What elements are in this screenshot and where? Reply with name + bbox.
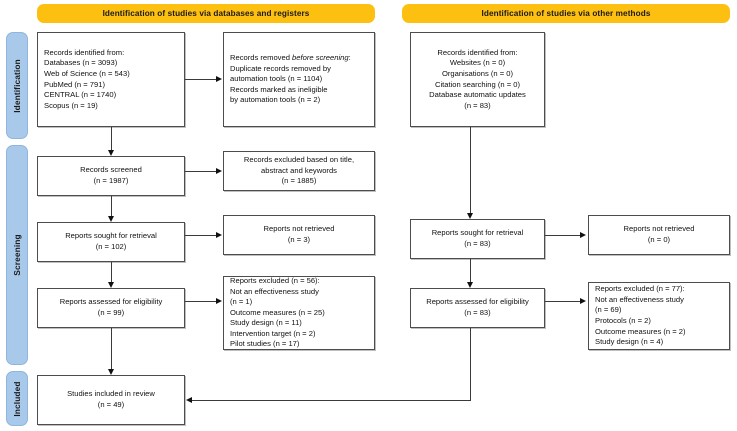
records-removed-text: Records removed before screening: Duplic… (230, 53, 368, 106)
arrowhead-assessed-to-included (107, 369, 114, 375)
box-reports-not-retrieved-right: Reports not retrieved (n = 0) (588, 215, 730, 255)
connector-right-down-to-merge (470, 328, 471, 401)
connector-other-to-sought-right (470, 127, 471, 215)
stage-label-screening: Screening (6, 145, 28, 365)
stage-label-included-text: Included (12, 380, 22, 417)
box-records-identified-from: Records identified from: Databases (n = … (37, 32, 185, 127)
connector-assessed-to-excluded-left (185, 301, 217, 302)
arrowhead-screened-to-sought (107, 216, 114, 222)
arrowhead-sought-to-assessed-left (107, 282, 114, 288)
records-removed-italic: before screening (292, 53, 349, 63)
banner-other-methods: Identification of studies via other meth… (402, 4, 730, 23)
arrowhead-merge-to-included (186, 396, 192, 403)
box-reports-assessed-for-eligibility-left: Reports assessed for eligibility (n = 99… (37, 288, 185, 328)
connector-sought-to-not-retrieved-left (185, 235, 217, 236)
connector-sought-to-assessed-right (470, 259, 471, 284)
box-records-identified-other-methods: Records identified from: Websites (n = 0… (410, 32, 545, 127)
arrowhead-assessed-to-excluded-right (580, 297, 586, 304)
stage-label-identification: Identification (6, 32, 28, 139)
connector-screened-to-excluded (185, 171, 217, 172)
connector-assessed-to-excluded-right (545, 301, 581, 302)
records-removed-suffix: : Duplicate records removed by automatio… (230, 53, 351, 105)
box-reports-sought-for-retrieval-left: Reports sought for retrieval (n = 102) (37, 222, 185, 262)
connector-identified-to-removed (185, 79, 217, 80)
arrowhead-screened-to-excluded (216, 167, 222, 174)
arrowhead-identified-to-removed (216, 75, 222, 82)
records-removed-prefix: Records removed (230, 53, 293, 63)
arrowhead-identified-to-screened (107, 150, 114, 156)
box-records-excluded: Records excluded based on title, abstrac… (223, 151, 375, 191)
box-reports-excluded-right: Reports excluded (n = 77): Not an effect… (588, 282, 730, 350)
connector-merge-to-included (192, 400, 471, 401)
box-studies-included-in-review: Studies included in review (n = 49) (37, 375, 185, 425)
box-reports-sought-for-retrieval-right: Reports sought for retrieval (n = 83) (410, 219, 545, 259)
connector-assessed-to-included (111, 328, 112, 371)
connector-sought-to-not-retrieved-right (545, 235, 581, 236)
arrowhead-sought-to-not-retrieved-right (580, 231, 586, 238)
arrowhead-sought-to-not-retrieved-left (216, 231, 222, 238)
box-reports-excluded-left: Reports excluded (n = 56): Not an effect… (223, 276, 375, 350)
box-reports-assessed-for-eligibility-right: Reports assessed for eligibility (n = 83… (410, 288, 545, 328)
stage-label-identification-text: Identification (12, 58, 22, 113)
stage-label-included: Included (6, 371, 28, 426)
banner-databases-and-registers: Identification of studies via databases … (37, 4, 375, 23)
arrowhead-other-to-sought-right (466, 213, 473, 219)
box-records-screened: Records screened (n = 1987) (37, 156, 185, 196)
box-records-removed-before-screening: Records removed before screening: Duplic… (223, 32, 375, 127)
arrowhead-assessed-to-excluded-left (216, 297, 222, 304)
stage-label-screening-text: Screening (12, 234, 22, 276)
connector-identified-to-screened (111, 127, 112, 152)
connector-sought-to-assessed-left (111, 262, 112, 284)
connector-screened-to-sought (111, 196, 112, 218)
box-reports-not-retrieved-left: Reports not retrieved (n = 3) (223, 215, 375, 255)
arrowhead-sought-to-assessed-right (466, 282, 473, 288)
